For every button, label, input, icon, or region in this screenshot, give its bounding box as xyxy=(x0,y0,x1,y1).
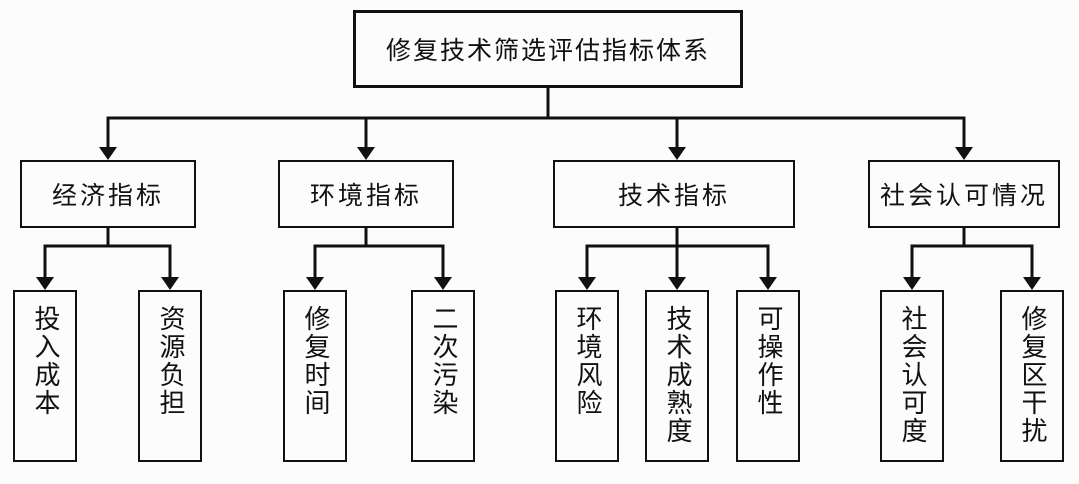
node-root-label: 修复技术筛选评估指标体系 xyxy=(385,38,710,65)
node-branch-economic: 经济指标 xyxy=(20,160,196,228)
branch-connector-technical xyxy=(578,228,777,290)
node-leaf-resource-burden: 资源负担 xyxy=(138,290,202,462)
node-leaf-environmental-risk: 环境风险 xyxy=(555,290,619,462)
node-leaf-environmental-risk-label: 环境风险 xyxy=(573,305,602,417)
node-leaf-operability-label: 可操作性 xyxy=(754,305,783,417)
branch-connector-social xyxy=(903,228,1041,290)
node-leaf-social-acceptance-label: 社会认可度 xyxy=(898,305,927,445)
node-leaf-secondary-pollution: 二次污染 xyxy=(411,290,475,462)
node-branch-environmental: 环境指标 xyxy=(278,160,454,228)
branch-connector-economic xyxy=(36,228,179,290)
node-leaf-remediation-area-disturbance-label: 修复区干扰 xyxy=(1018,305,1047,445)
trunk-connector xyxy=(99,88,973,160)
node-leaf-social-acceptance: 社会认可度 xyxy=(880,290,944,462)
node-leaf-resource-burden-label: 资源负担 xyxy=(156,305,185,417)
node-leaf-secondary-pollution-label: 二次污染 xyxy=(429,305,458,417)
node-leaf-remediation-time-label: 修复时间 xyxy=(301,305,330,417)
node-branch-environmental-label: 环境指标 xyxy=(309,183,422,210)
node-leaf-input-cost-label: 投入成本 xyxy=(31,305,60,417)
node-branch-technical-label: 技术指标 xyxy=(617,183,730,210)
node-branch-social: 社会认可情况 xyxy=(868,160,1060,228)
node-branch-social-label: 社会认可情况 xyxy=(879,183,1048,210)
node-root: 修复技术筛选评估指标体系 xyxy=(353,10,743,88)
branch-connector-environmental xyxy=(306,228,452,290)
node-leaf-remediation-area-disturbance: 修复区干扰 xyxy=(1000,290,1064,462)
node-branch-technical: 技术指标 xyxy=(553,160,795,228)
node-leaf-input-cost: 投入成本 xyxy=(13,290,77,462)
node-leaf-technical-maturity-label: 技术成熟度 xyxy=(663,305,692,445)
node-leaf-operability: 可操作性 xyxy=(736,290,800,462)
node-leaf-technical-maturity: 技术成熟度 xyxy=(645,290,709,462)
node-leaf-remediation-time: 修复时间 xyxy=(283,290,347,462)
node-branch-economic-label: 经济指标 xyxy=(51,183,164,210)
